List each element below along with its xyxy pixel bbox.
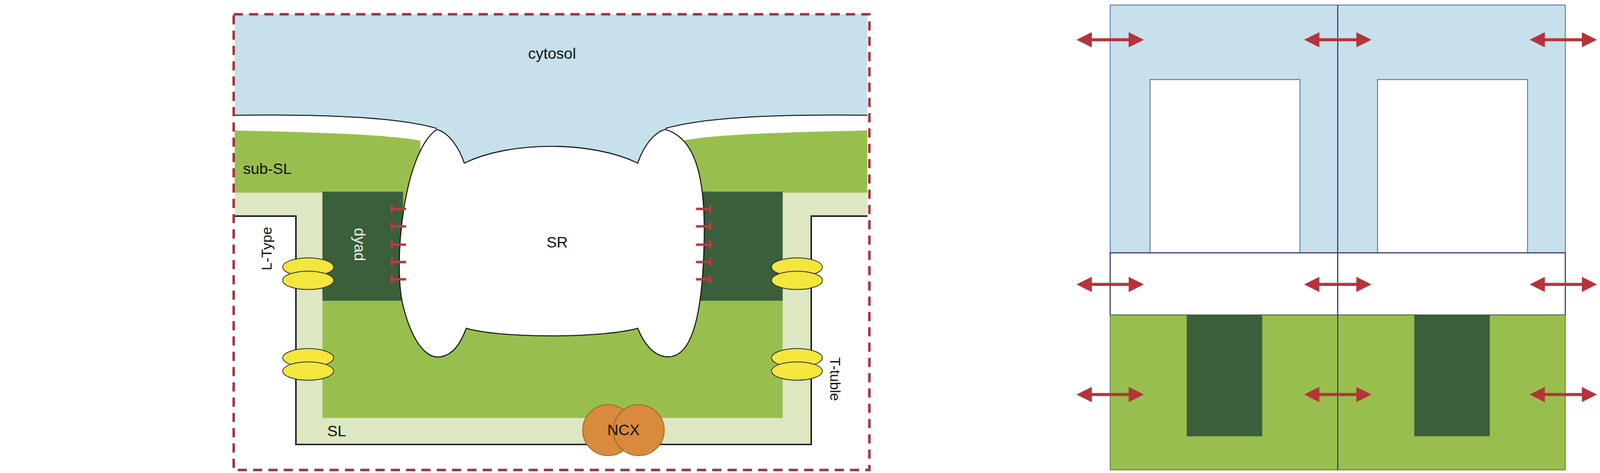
part-label: T-tuble	[826, 357, 843, 402]
sub-sl-cell	[1110, 252, 1338, 315]
cell-divider	[1337, 4, 1339, 470]
compartment-label: SL	[327, 422, 347, 441]
sr-shape	[399, 129, 705, 358]
cytosol-cell	[1337, 4, 1566, 253]
sr-compartment: SR	[544, 231, 571, 255]
ncx-exchanger	[582, 404, 665, 456]
flux-arrows	[1079, 39, 1594, 395]
sl-compartment: SL	[324, 419, 349, 443]
dyad-cell	[1186, 314, 1263, 437]
structure-label: T-tuble	[824, 355, 845, 404]
sub-sl-region	[681, 130, 867, 193]
ryr-channels	[391, 204, 711, 284]
sl-cell	[1110, 314, 1338, 470]
sub-sl-region	[234, 130, 421, 193]
channel-label: L-Type	[256, 224, 278, 273]
compartment-grid	[1079, 4, 1594, 470]
cytosol-compartment: cytosol	[525, 42, 579, 66]
compartment-label: sub-SL	[243, 160, 292, 178]
part-label: L-Type	[258, 227, 276, 272]
dyad-cell	[1414, 314, 1491, 437]
compartment-label: NCX	[607, 421, 640, 439]
sub-sl-compartment: sub-SL	[240, 158, 295, 181]
ncx-exchanger: NCX	[604, 418, 642, 442]
sub-sl-cell	[1337, 252, 1566, 315]
dyad-region	[699, 191, 783, 301]
sl-cell	[1337, 314, 1566, 470]
compartment-label: cytosol	[528, 44, 577, 63]
dyad-compartment: dyad	[347, 225, 371, 264]
cytosol-edge	[234, 115, 868, 129]
cytosol-cell	[1110, 4, 1338, 253]
compartment-label: SR	[546, 233, 568, 252]
dashed-border	[233, 14, 870, 470]
compartment-label: dyad	[350, 228, 369, 262]
dyad-model	[233, 14, 870, 470]
l-type-channels	[282, 257, 823, 381]
